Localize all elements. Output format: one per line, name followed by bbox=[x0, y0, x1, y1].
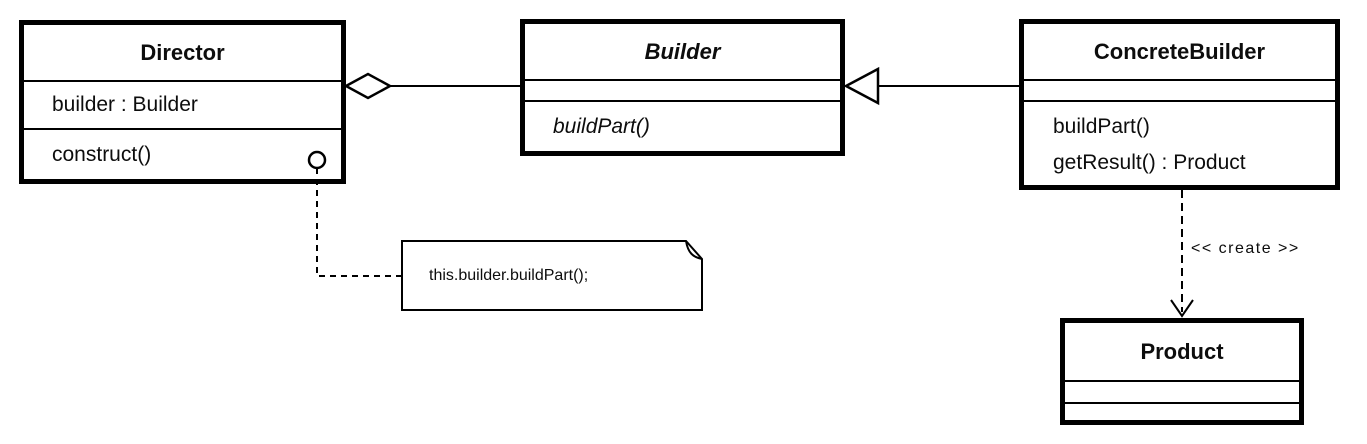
note-shape[interactable] bbox=[401, 240, 703, 311]
class-box-concretebuilder[interactable]: ConcreteBuilder buildPart() getResult() … bbox=[1019, 19, 1340, 190]
note-text: this.builder.buildPart(); bbox=[429, 266, 589, 284]
note-anchor-circle-icon bbox=[307, 150, 327, 170]
note-fold-icon bbox=[685, 240, 703, 260]
class-title-builder: Builder bbox=[644, 38, 721, 64]
class-section-product-empty-1 bbox=[1065, 380, 1299, 402]
class-methods-concretebuilder: buildPart() getResult() : Product bbox=[1024, 100, 1335, 185]
class-attributes-builder-empty bbox=[525, 79, 840, 100]
class-attributes-concretebuilder-empty bbox=[1024, 79, 1335, 100]
note-anchor-line[interactable] bbox=[316, 168, 402, 277]
class-method-concretebuilder-buildpart: buildPart() bbox=[1053, 114, 1150, 138]
create-stereotype-label: << create >> bbox=[1191, 240, 1300, 257]
class-title-concretebuilder: ConcreteBuilder bbox=[1093, 38, 1266, 64]
class-title-director: Director bbox=[140, 39, 225, 65]
class-attribute-director-builder: builder : Builder bbox=[24, 80, 341, 128]
class-box-product[interactable]: Product bbox=[1060, 318, 1304, 425]
class-section-product-empty-2 bbox=[1065, 402, 1299, 420]
class-box-builder[interactable]: Builder buildPart() bbox=[520, 19, 845, 156]
class-method-director-construct: construct() bbox=[24, 128, 341, 179]
class-box-director[interactable]: Director builder : Builder construct() bbox=[19, 20, 346, 184]
class-title-product: Product bbox=[1140, 338, 1224, 364]
open-arrowhead-icon bbox=[1170, 299, 1194, 318]
class-method-builder-buildpart: buildPart() bbox=[525, 100, 840, 151]
class-method-concretebuilder-getresult: getResult() : Product bbox=[1053, 150, 1246, 174]
aggregation-diamond-icon[interactable] bbox=[343, 72, 393, 100]
generalization-triangle-icon[interactable] bbox=[843, 66, 880, 106]
